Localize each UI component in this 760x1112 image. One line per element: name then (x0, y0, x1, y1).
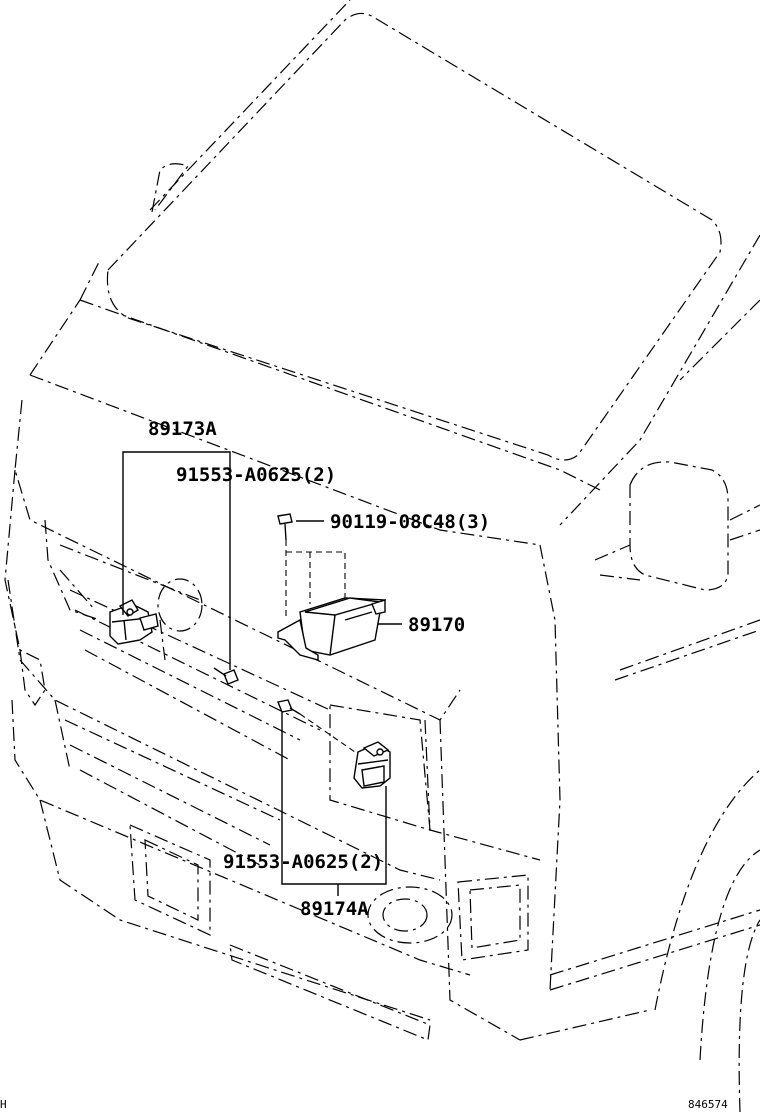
front-sensor-right (353, 741, 391, 789)
bolt-lower (277, 699, 301, 715)
front-sensor-left (109, 599, 159, 645)
label-89170: 89170 (408, 614, 465, 636)
drawing-code: 846574 (688, 1098, 728, 1111)
label-89174a: 89174A (300, 898, 369, 920)
bolt-center (213, 667, 239, 685)
bolt-top-right (277, 513, 293, 541)
label-91553-top: 91553-A0625(2) (176, 464, 336, 486)
label-91553-bottom: 91553-A0625(2) (223, 851, 383, 873)
leader-lines (122, 451, 402, 896)
label-89173a: 89173A (148, 418, 217, 440)
label-90119: 90119-08C48(3) (330, 511, 490, 533)
corner-mark: H (0, 1098, 7, 1111)
airbag-module (277, 597, 387, 661)
vehicle-outline (4, 0, 760, 1112)
